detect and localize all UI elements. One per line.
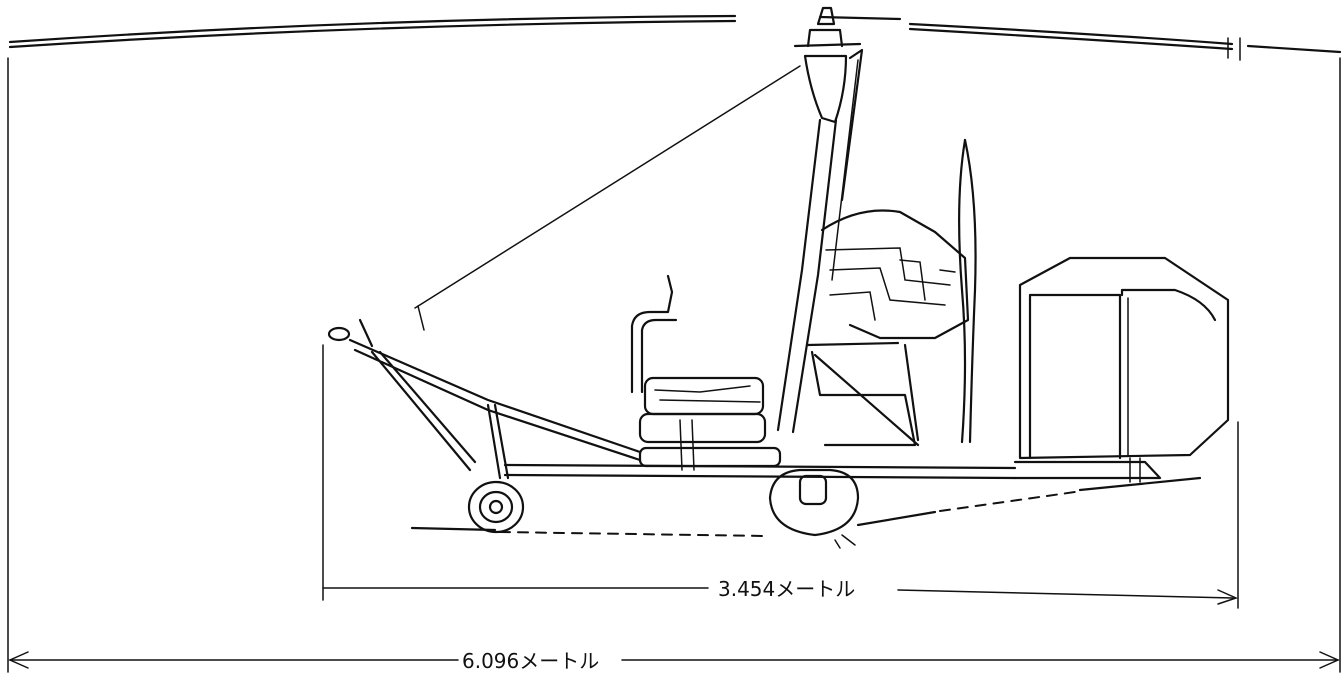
stay-wire — [414, 65, 801, 331]
overall-dimension: 6.096メートル — [8, 649, 1340, 673]
ground-lines — [410, 476, 1202, 537]
nose-wheel — [467, 480, 525, 534]
front-boom — [327, 318, 642, 480]
keel-frame — [503, 446, 1162, 483]
main-wheel — [768, 468, 860, 549]
engine — [806, 209, 970, 447]
tail-unit — [1018, 256, 1230, 460]
overall-dimension-label: 6.096メートル — [462, 649, 599, 673]
inner-dimension: 3.454メートル — [322, 344, 1239, 609]
seat — [630, 274, 767, 471]
rotor-hub — [793, 6, 862, 48]
rotor-mast — [776, 48, 864, 434]
overall-extension-lines — [7, 57, 1341, 673]
propeller — [958, 138, 977, 444]
inner-dimension-label: 3.454メートル — [718, 577, 855, 601]
rotor-blade — [8, 14, 1342, 61]
